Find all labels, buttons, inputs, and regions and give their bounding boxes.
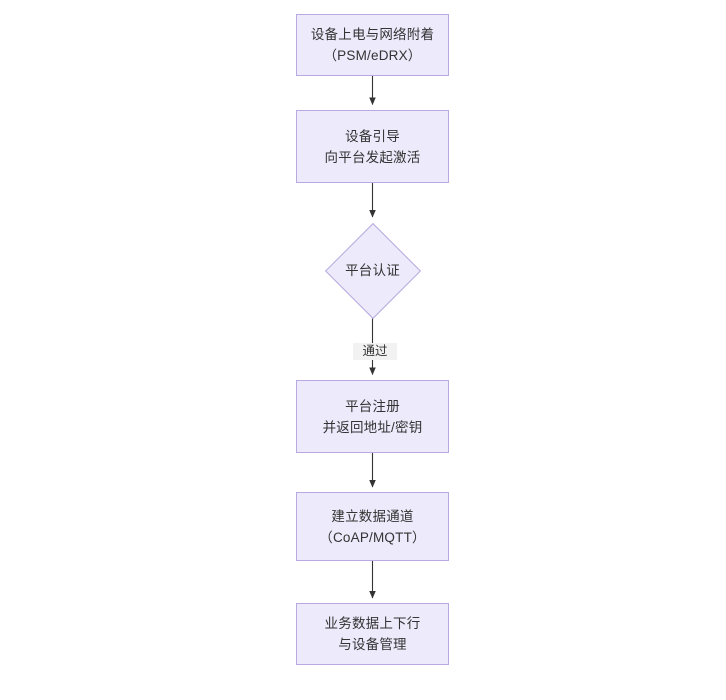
node-business-data-line-1: 业务数据上下行 bbox=[324, 616, 421, 631]
node-data-channel-line-1: 建立数据通道 bbox=[331, 508, 414, 524]
node-platform-register-line-1: 平台注册 bbox=[345, 398, 400, 414]
node-business-data-line-2: 与设备管理 bbox=[338, 637, 407, 652]
node-bootstrap-line-1: 设备引导 bbox=[345, 128, 400, 144]
node-power-on-line-2: （PSM/eDRX） bbox=[323, 48, 422, 63]
node-bootstrap-line-2: 向平台发起激活 bbox=[324, 149, 421, 165]
node-bootstrap[interactable]: 设备引导 向平台发起激活 bbox=[296, 110, 449, 183]
node-platform-auth-label: 平台认证 bbox=[345, 262, 400, 278]
node-platform-auth[interactable]: 平台认证 bbox=[324, 222, 421, 319]
node-power-on-line-1: 设备上电与网络附着 bbox=[310, 27, 435, 42]
node-business-data[interactable]: 业务数据上下行 与设备管理 bbox=[296, 603, 449, 665]
node-data-channel-line-2: （CoAP/MQTT） bbox=[319, 529, 426, 545]
edge-label-pass: 通过 bbox=[353, 343, 397, 360]
node-platform-register-line-2: 并返回地址/密钥 bbox=[322, 419, 423, 435]
node-data-channel[interactable]: 建立数据通道 （CoAP/MQTT） bbox=[296, 492, 449, 561]
node-platform-register[interactable]: 平台注册 并返回地址/密钥 bbox=[296, 380, 449, 453]
node-power-on[interactable]: 设备上电与网络附着 （PSM/eDRX） bbox=[296, 14, 449, 76]
